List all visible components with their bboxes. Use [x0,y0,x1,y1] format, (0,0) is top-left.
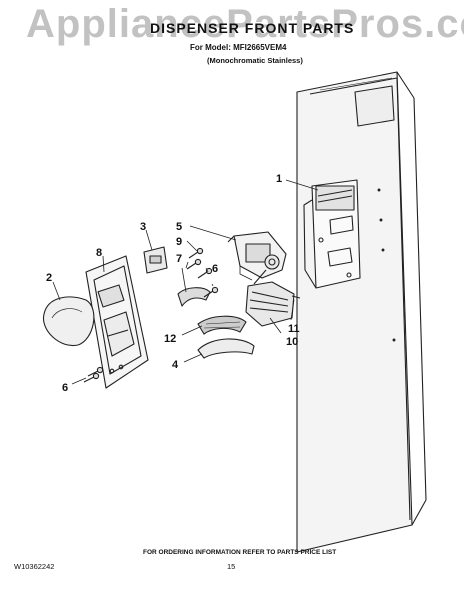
drip-grille [197,315,247,335]
ordering-info: FOR ORDERING INFORMATION REFER TO PARTS … [143,549,337,556]
control-bracket [143,246,168,274]
callout-8: 8 [96,247,102,259]
callout-1: 1 [276,173,282,185]
dispenser-housing [303,179,361,289]
callout-4: 4 [172,359,179,371]
document-number: W10362242 [14,562,55,571]
callout-7: 7 [176,253,182,265]
dispenser-actuator [227,231,287,285]
watermark: AppliancePartsPros.com [26,2,464,46]
leader-lines [52,179,319,385]
model-line: For Model: MFI2665VEM4 [190,43,287,52]
finish-line: (Monochromatic Stainless) [207,56,303,65]
callout-6-lower: 6 [62,382,68,394]
screws [83,247,219,383]
callout-6-upper: 6 [212,263,218,275]
page-title: DISPENSER FRONT PARTS [150,20,355,36]
callout-9: 9 [176,236,182,248]
dispenser-paddle [43,296,95,347]
callout-5: 5 [176,221,182,233]
drip-tray [197,338,255,359]
dispenser-lever [177,287,211,307]
callout-10: 10 [286,336,298,348]
door-panel [296,71,427,553]
page-number: 15 [227,562,236,571]
callout-11: 11 [288,323,300,335]
callout-12: 12 [164,333,176,345]
dispenser-front-frame [85,255,149,389]
callout-3: 3 [140,221,146,233]
ice-chute-door [245,281,301,327]
callout-2: 2 [46,272,52,284]
